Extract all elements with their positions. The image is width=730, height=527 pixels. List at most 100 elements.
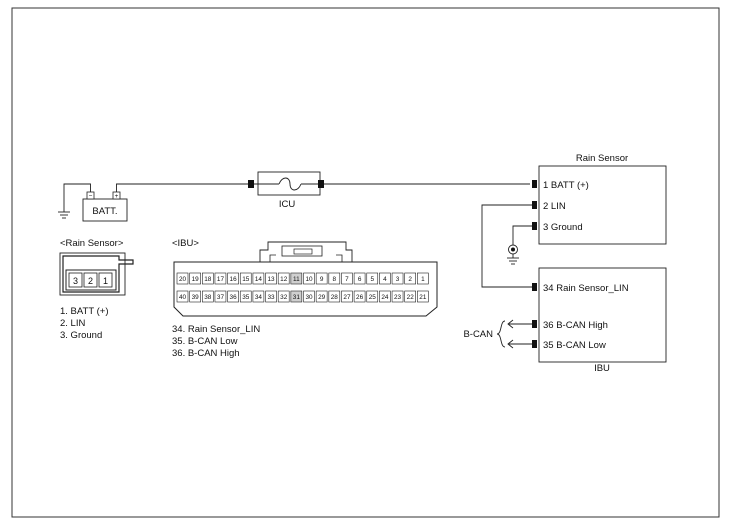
connector-pin-number: 39 xyxy=(192,294,200,301)
connector-pin xyxy=(404,272,417,285)
connector-pin xyxy=(315,272,328,285)
connector-pin-number: 33 xyxy=(267,294,275,301)
rain-sensor-pin3-terminal xyxy=(532,222,537,230)
ibu-connector-title: <IBU> xyxy=(172,238,199,249)
connector-pin-number: 13 xyxy=(267,276,275,283)
connector-pin-number: 6 xyxy=(358,276,362,283)
connector-pin xyxy=(202,272,214,285)
fuse-icon xyxy=(278,177,302,191)
ibu-pin-label: 35 B-CAN Low xyxy=(543,340,606,351)
ibu-pin36-terminal xyxy=(532,320,537,328)
connector-pin-number: 15 xyxy=(242,276,250,283)
connector-pin xyxy=(303,272,315,285)
connector-pin-number: 36 xyxy=(230,294,238,301)
connector-pin xyxy=(176,272,189,285)
connector-pin xyxy=(353,290,366,303)
lin-wire xyxy=(481,204,532,288)
connector-pin xyxy=(252,272,265,285)
connector-pin-number: 1 xyxy=(103,276,108,286)
rain-sensor-title: Rain Sensor xyxy=(576,153,628,164)
battery-feed-wire xyxy=(116,183,248,192)
connector-pin xyxy=(328,290,341,303)
battery-ground-wire xyxy=(63,183,91,212)
connector-pin-number: 28 xyxy=(331,294,339,301)
connector-pin xyxy=(239,272,252,285)
rain-connector-legend-item: 2. LIN xyxy=(60,318,85,329)
connector-pin xyxy=(391,272,404,285)
connector-pin-number: 5 xyxy=(370,276,374,283)
connector-pin-number: 7 xyxy=(345,276,349,283)
battery: − + BATT. xyxy=(58,183,128,222)
ground-point-icon xyxy=(507,244,519,265)
connector-pin-number: 31 xyxy=(293,294,301,301)
ibu-connector-legend-item: 36. B-CAN High xyxy=(172,348,240,359)
diagram-frame xyxy=(11,7,720,518)
icu-input-terminal xyxy=(248,180,254,188)
connector-pin-number: 9 xyxy=(320,276,324,283)
ibu-connector-housing xyxy=(173,261,438,317)
connector-pin xyxy=(83,272,98,288)
connector-pin-number: 23 xyxy=(394,294,402,301)
ibu-connector-latch xyxy=(259,241,353,262)
connector-pin xyxy=(379,272,391,285)
rain-connector-legend-item: 1. BATT (+) xyxy=(60,306,108,317)
connector-pin-number: 3 xyxy=(73,276,78,286)
connector-pin xyxy=(227,290,239,303)
connector-pin-number: 18 xyxy=(204,276,212,283)
ibu-box xyxy=(538,267,667,363)
connector-pin-number: 20 xyxy=(179,276,187,283)
connector-pin-number: 38 xyxy=(204,294,212,301)
connector-pin xyxy=(404,290,417,303)
ibu-connector-legend-item: 35. B-CAN Low xyxy=(172,336,238,347)
connector-pin-number: 17 xyxy=(217,276,225,283)
connector-pin xyxy=(290,290,303,303)
connector-pin-number: 4 xyxy=(383,276,387,283)
brace-icon xyxy=(496,320,506,348)
connector-pin xyxy=(265,272,277,285)
connector-pin xyxy=(227,272,239,285)
connector-pin xyxy=(277,290,290,303)
bcan-label: B-CAN xyxy=(463,329,493,340)
connector-pin xyxy=(417,272,429,285)
connector-pin xyxy=(391,290,404,303)
battery-positive-sign: + xyxy=(115,193,119,200)
battery-box xyxy=(82,198,128,222)
icu-box xyxy=(257,171,321,196)
connector-pin xyxy=(265,290,277,303)
connector-pin-number: 16 xyxy=(230,276,238,283)
connector-pin-number: 26 xyxy=(356,294,364,301)
connector-pin-number: 25 xyxy=(369,294,377,301)
ground-icon xyxy=(58,211,70,219)
rain-sensor-pin1-terminal xyxy=(532,180,537,188)
rain-connector-housing xyxy=(62,255,134,293)
connector-pin-number: 29 xyxy=(318,294,326,301)
connector-pin-number: 1 xyxy=(421,276,425,283)
connector-pin-number: 34 xyxy=(255,294,263,301)
connector-pin xyxy=(366,272,379,285)
connector-pin xyxy=(239,290,252,303)
ibu-module: 34 Rain Sensor_LIN 36 B-CAN High 35 B-CA… xyxy=(532,267,667,374)
connector-pin xyxy=(341,290,353,303)
arrow-left-icon xyxy=(507,339,514,349)
connector-pin-number: 30 xyxy=(305,294,313,301)
connector-pin xyxy=(189,290,201,303)
connector-pin-number: 12 xyxy=(280,276,288,283)
rain-sensor-pin-label: 3 Ground xyxy=(543,222,583,233)
connector-pin-number: 11 xyxy=(293,276,300,283)
connector-pin-number: 27 xyxy=(343,294,351,301)
rain-connector-legend-item: 3. Ground xyxy=(60,330,102,341)
connector-pin-number: 10 xyxy=(305,276,313,283)
connector-pin-number: 40 xyxy=(179,294,187,301)
connector-pin xyxy=(303,290,315,303)
ibu-pin-label: 36 B-CAN High xyxy=(543,320,608,331)
rain-sensor-module: Rain Sensor 1 BATT (+) 2 LIN 3 Ground xyxy=(532,153,667,245)
connector-pin xyxy=(379,290,391,303)
ibu-connector-legend-item: 34. Rain Sensor_LIN xyxy=(172,324,260,335)
rain-sensor-pin-label: 1 BATT (+) xyxy=(543,180,589,191)
connector-pin xyxy=(290,272,303,285)
rain-sensor-box xyxy=(538,165,667,245)
connector-pin-number: 2 xyxy=(408,276,412,283)
